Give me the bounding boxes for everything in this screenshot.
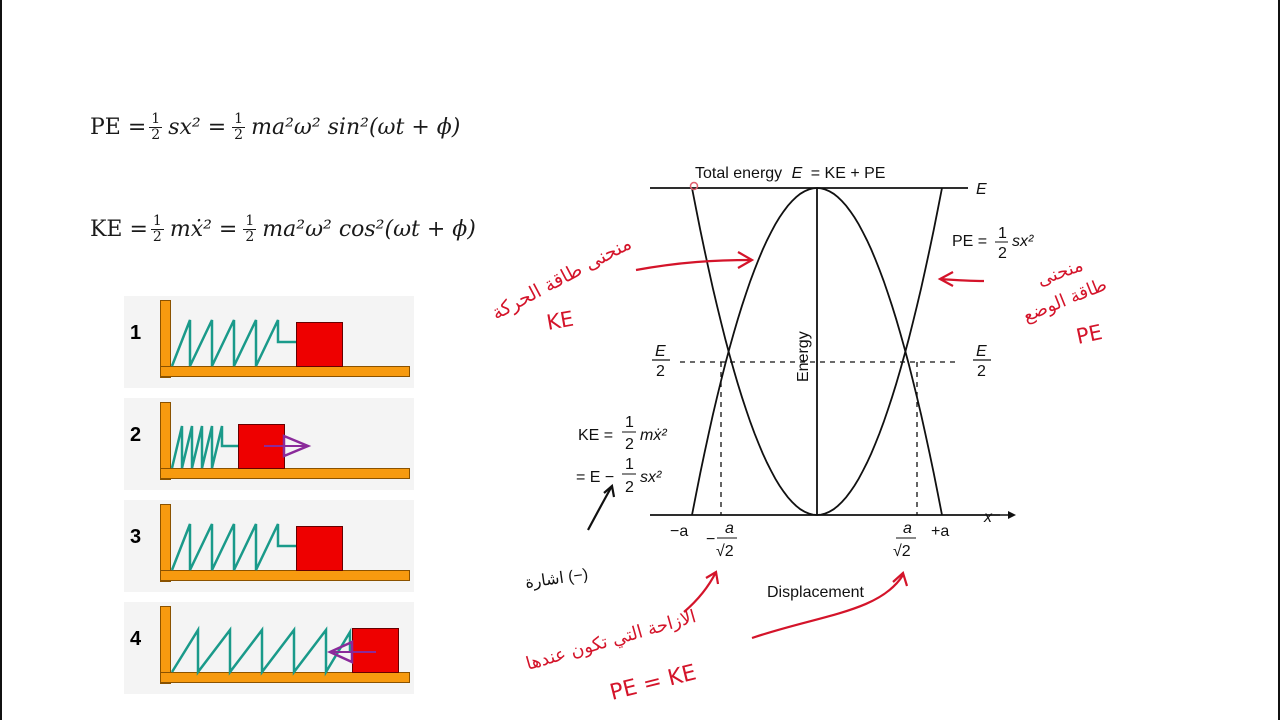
left-border [0,0,2,720]
floor [160,366,410,377]
left-root2-arrowhead [705,570,720,585]
displacement-label: Displacement [767,584,864,601]
wall [160,402,171,480]
tick-plus-frac-den: √2 [893,543,911,560]
wall [160,504,171,582]
left-root2-arrow [683,571,717,613]
spring-panel-1: 1 [124,296,414,388]
ke-label-num: 1 [625,414,634,431]
ke-half-fraction: 1 2 [150,213,164,245]
x-axis-label: x [983,509,993,526]
wall [160,300,171,378]
pe-label-rhs: sx² [1012,233,1034,250]
spring-coil [170,625,352,677]
right-root2-arrowhead [892,571,909,587]
pe-arrowhead [937,271,954,287]
pe-half-fraction: 1 2 [149,111,163,143]
right-border [1278,0,1280,720]
floor [160,468,410,479]
ke-label-line2-den: 2 [625,479,634,496]
sign-arrow [587,485,613,531]
floor [160,570,410,581]
floor [160,672,410,683]
ke-curve [691,187,943,516]
fraction-denominator: 2 [245,229,255,245]
pe-label-lhs: PE = [952,233,987,250]
tick-minus-frac-den: √2 [716,543,734,560]
ke-arrow [635,258,753,272]
spring-coil [170,523,296,571]
fraction-numerator: 1 [150,213,164,230]
sign-arrowhead [603,483,616,498]
right-root2-arrow [751,574,904,640]
ke-curve-note-2: KE [545,307,576,335]
title-suffix: = KE + PE [811,165,886,182]
fraction-denominator: 2 [234,127,244,143]
tick-minus-frac-num: a [725,520,734,537]
pe-term-2: ma²ω² sin²(ωt + ϕ) [251,115,461,140]
half-e-right-num: E [976,343,987,360]
ke-equation: KE = 1 2 mẋ² = 1 2 ma²ω² cos²(ωt + ϕ) [90,214,479,245]
spring-coil [170,425,238,469]
title-e: E [792,165,803,182]
e-label-right: E [976,181,987,198]
pe-label-num: 1 [998,225,1007,242]
ke-label-line2-lhs: = E − [576,469,614,486]
ke-label-lhs: KE = [578,427,613,444]
ke-label-line2-rhs: sx² [640,469,662,486]
ke-term-2: ma²ω² cos²(ωt + ϕ) [262,217,476,242]
arrow-right-icon [264,434,312,458]
ke-label-den: 2 [625,436,634,453]
pe-lhs: PE = [90,115,147,140]
fraction-denominator: 2 [152,229,162,245]
cursor-dot [689,181,699,191]
fraction-numerator: 1 [149,111,163,128]
pe-term-1: sx² = [168,115,227,140]
tick-plus-frac-num: a [903,520,912,537]
panel-number: 2 [130,424,142,446]
tick-minus-frac-sign: − [706,531,715,548]
spring-panel-2: 2 [124,398,414,490]
spring-coil [170,319,296,367]
pe-curve [691,187,943,516]
energy-axis-label: Energy [795,331,812,382]
pe-label-den: 2 [998,245,1007,262]
fraction-numerator: 1 [243,213,257,230]
spring-panel-4: 4 [124,602,414,694]
panel-number: 3 [130,526,142,548]
tick-minus-a: −a [670,523,688,540]
ke-label-line2-num: 1 [625,456,634,473]
pe-arrow [939,277,985,283]
ke-lhs: KE = [90,217,148,242]
mass-block [296,526,343,571]
spring-panel-3: 3 [124,500,414,592]
panel-number: 1 [130,322,142,344]
half-e-right-den: 2 [977,363,986,380]
half-e-left-den: 2 [656,363,665,380]
pe-equation: PE = 1 2 sx² = 1 2 ma²ω² sin²(ωt + ϕ) [90,112,463,143]
sign-note: اشارة (−) [524,566,589,592]
ke-label-rhs: mẋ² [640,427,667,444]
mass-block [296,322,343,367]
fraction-denominator: 2 [151,127,161,143]
x-axis-arrowhead [1008,511,1016,519]
arrow-left-icon [326,640,376,664]
half-e-left-num: E [655,343,666,360]
pe-curve-note-3: PE [1074,320,1104,349]
ke-arrowhead [737,251,755,269]
wall [160,606,171,684]
pe-half-fraction-2: 1 2 [232,111,246,143]
equal-note-2: PE = KE [607,660,698,706]
graph-title: Total energy E = KE + PE [695,165,885,182]
panel-number: 4 [130,628,142,650]
ke-term-1: mẋ² = [169,217,238,242]
ke-half-fraction-2: 1 2 [243,213,257,245]
tick-plus-a: +a [931,523,949,540]
fraction-numerator: 1 [232,111,246,128]
title-prefix: Total energy [695,165,782,182]
